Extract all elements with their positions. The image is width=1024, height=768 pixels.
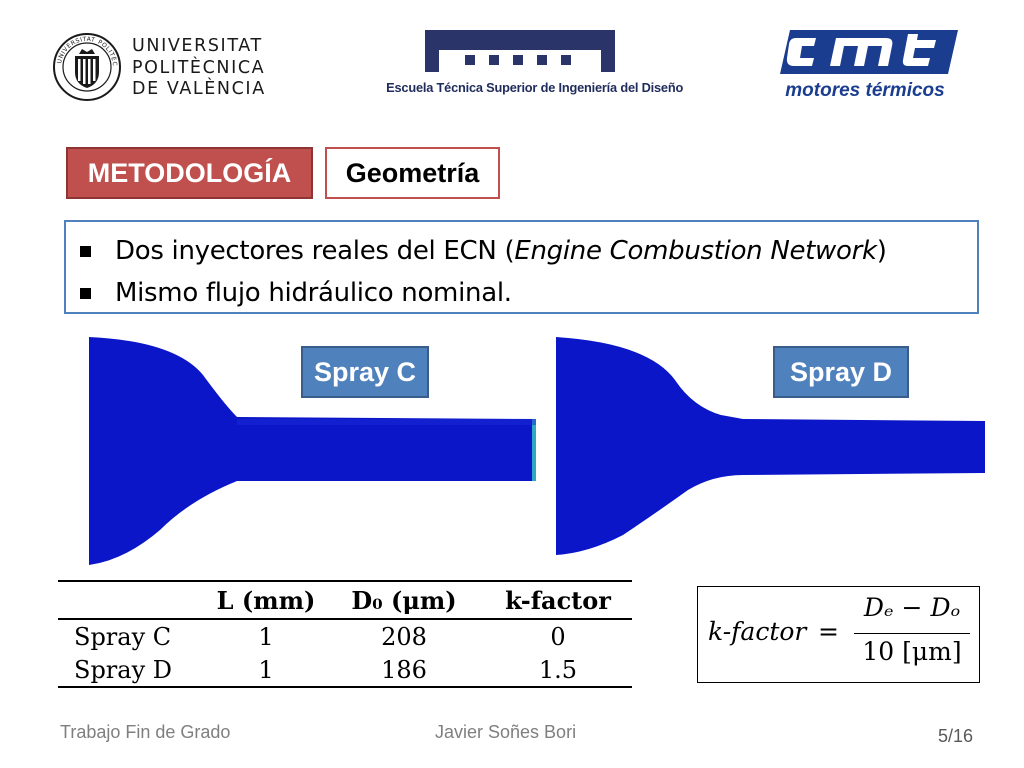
cmt-mark-icon: [780, 30, 958, 74]
fraction-bar: [854, 633, 970, 634]
table-cell: 1.5: [484, 653, 632, 688]
spray-d-label: Spray D: [773, 346, 909, 398]
table-header-cell: L (mm): [208, 580, 324, 620]
table-header-row: L (mm) D₀ (μm) k-factor: [58, 580, 632, 620]
page-number: 5/16: [938, 726, 974, 746]
square-bullet-icon: [80, 287, 91, 299]
upv-wordmark: UNIVERSITAT POLITÈCNICA DE VALÈNCIA: [132, 36, 266, 101]
etsid-name: Escuela Técnica Superior de Ingeniería d…: [386, 80, 684, 95]
bullet-item-1: Dos inyectores reales del ECN (Engine Co…: [78, 230, 977, 272]
injector-table: L (mm) D₀ (μm) k-factor Spray C 1 208 0 …: [58, 580, 632, 688]
topic-tag: Geometría: [325, 147, 500, 199]
spray-d-geometry-image: [556, 337, 985, 555]
bullet-1-pre: Dos inyectores reales del ECN (: [115, 236, 515, 266]
cmt-logo: motores térmicos: [770, 30, 960, 102]
footer-title: Trabajo Fin de Grado: [60, 722, 231, 742]
k-factor-formula: k-factor = Dₑ − Dₒ 10 [μm]: [697, 586, 980, 683]
etsid-logo: Escuela Técnica Superior de Ingeniería d…: [382, 30, 684, 102]
table-cell: 186: [324, 653, 484, 688]
bullet-item-2: Mismo flujo hidráulico nominal.: [78, 272, 977, 314]
bullet-1-post: ): [876, 236, 887, 266]
upv-line-1: UNIVERSITAT: [132, 36, 263, 56]
table-row: Spray C 1 208 0: [58, 619, 632, 653]
table-cell: 1: [208, 653, 324, 688]
formula-lhs: k-factor: [708, 617, 807, 646]
upv-line-2: POLITÈCNICA: [132, 57, 266, 78]
section-tag: METODOLOGÍA: [66, 147, 313, 199]
table-header-cell: D₀ (μm): [324, 580, 484, 620]
footer-author: Javier Soñes Bori: [435, 722, 577, 742]
table-cell: 1: [258, 622, 274, 651]
bullet-box: Dos inyectores reales del ECN (Engine Co…: [64, 220, 979, 314]
table-cell: Spray C: [74, 622, 172, 651]
spray-c-geometry-image: [89, 337, 536, 565]
table-row: Spray D 1 186 1.5: [58, 653, 632, 688]
table-cell: 208: [381, 622, 427, 651]
formula-equals: =: [818, 617, 839, 646]
table-cell: 0: [550, 622, 566, 651]
spray-c-label: Spray C: [301, 346, 429, 398]
upv-logo: UNIVERSITAT POLITÈCNICA DE VALÈNCIA UNIV…: [52, 30, 274, 106]
upv-seal-icon: UNIVERSITAT POLITÈCNICA DE VALÈNCIA: [52, 32, 121, 101]
bullet-1-text: Dos inyectores reales del ECN (Engine Co…: [115, 236, 887, 266]
cmt-subtitle: motores térmicos: [785, 80, 945, 101]
upv-line-3: DE VALÈNCIA: [132, 79, 266, 99]
bullet-2-text: Mismo flujo hidráulico nominal.: [115, 278, 512, 308]
etsid-mark-icon: [425, 30, 615, 72]
bullet-1-italic: Engine Combustion Network: [514, 236, 877, 266]
square-bullet-icon: [80, 245, 91, 257]
table-header-cell: k-factor: [484, 580, 632, 620]
formula-denominator: 10 [μm]: [862, 637, 962, 666]
table-cell: Spray D: [58, 653, 208, 688]
formula-numerator: Dₑ − Dₒ: [863, 593, 961, 622]
table-header-cell: [58, 580, 208, 620]
